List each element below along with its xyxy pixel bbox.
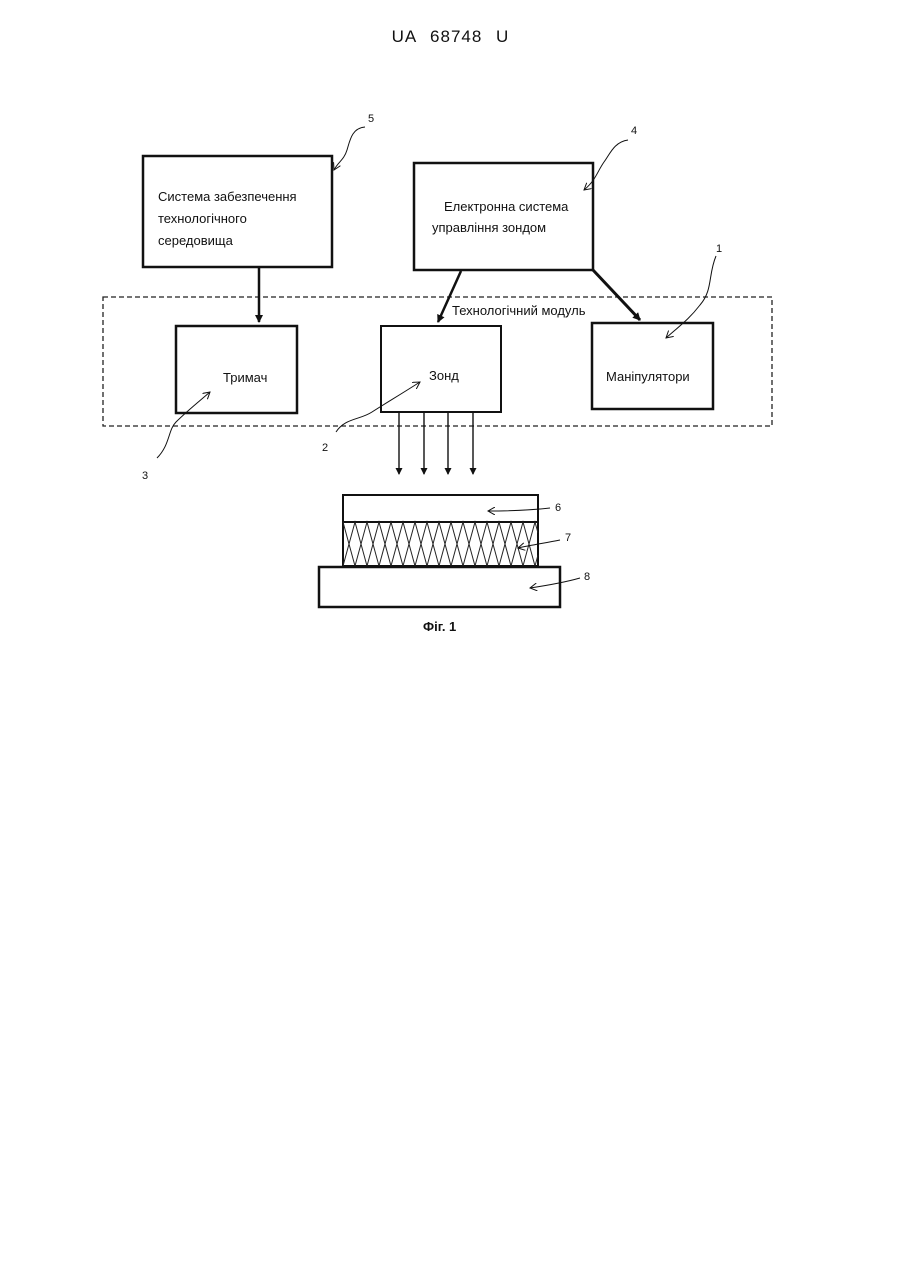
ref-number-1: 1	[716, 243, 722, 255]
electronic-system-label-line2: управління зондом	[432, 220, 546, 235]
ref-number-4: 4	[631, 125, 637, 137]
ref-number-2: 2	[322, 442, 328, 454]
electronic-system-label-line1: Електронна система	[444, 199, 569, 214]
ref-number-6: 6	[555, 502, 561, 514]
holder-label: Тримач	[223, 370, 267, 385]
environment-system-label-line3: середовища	[158, 233, 234, 248]
environment-system-label-line1: Система забезпечення	[158, 189, 297, 204]
ref-number-3: 3	[142, 470, 148, 482]
ref-number-8: 8	[584, 571, 590, 583]
manipulators-box	[592, 323, 713, 409]
figure-caption: Фіг. 1	[423, 619, 456, 634]
layer-8-substrate	[319, 567, 560, 607]
electronic-system-box	[414, 163, 593, 270]
layer-6	[343, 495, 538, 522]
manipulators-label: Маніпулятори	[606, 369, 690, 384]
probe-label: Зонд	[429, 368, 459, 383]
arrow-electronic-to-manipulators	[593, 270, 640, 320]
leader-line-5	[334, 127, 365, 170]
ref-number-5: 5	[368, 113, 374, 125]
environment-system-label-line2: технологічного	[158, 211, 247, 226]
ref-number-7: 7	[565, 532, 571, 544]
technological-module-label: Технологічний модуль	[452, 303, 586, 318]
